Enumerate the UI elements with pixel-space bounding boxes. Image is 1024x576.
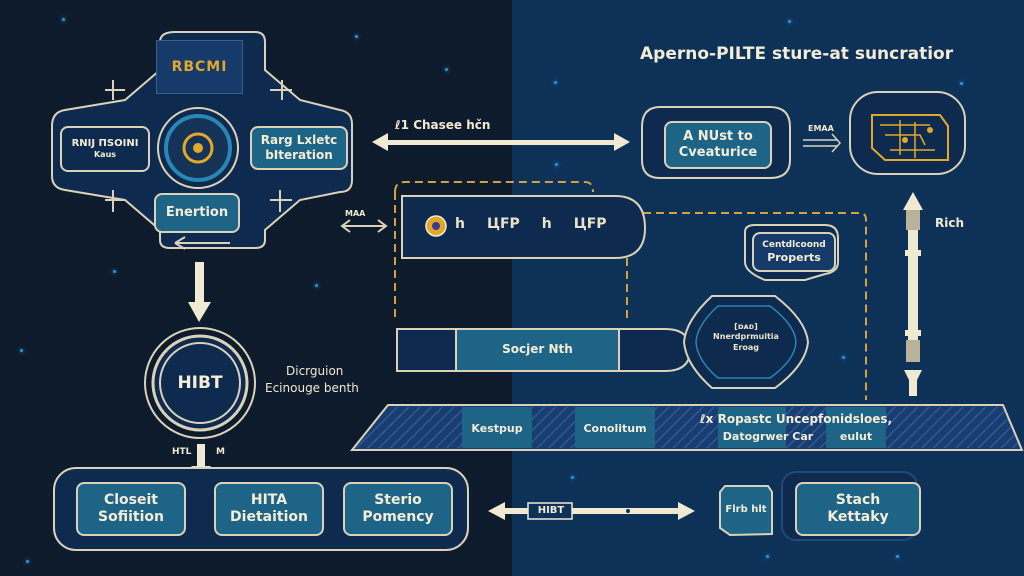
- vertical-arrow-label: Rich: [935, 216, 965, 230]
- star-dot: [26, 560, 29, 563]
- top-panel: RBCMI: [156, 40, 243, 94]
- hibt-side-text-1: Dicrguion: [286, 364, 344, 378]
- stach-box[interactable]: Stach Kettaky: [795, 482, 921, 536]
- bottom-box-closeit[interactable]: Closeit Sofiition: [76, 482, 186, 536]
- stach-line1: Stach: [835, 491, 881, 508]
- hibt-label[interactable]: HIBT: [177, 373, 223, 393]
- bottom-box-line2: Sofiition: [98, 509, 164, 525]
- bottom-box-hita[interactable]: HITA Dietaition: [214, 482, 324, 536]
- star-dot: [113, 270, 116, 273]
- star-dot: [355, 35, 358, 38]
- top-panel-label: RBCMI: [171, 59, 228, 75]
- right-top-arrow-label: ЕМАА: [808, 124, 834, 133]
- left-arrowhead-icon: [372, 133, 388, 151]
- star-dot: [842, 356, 845, 359]
- star-dot: [62, 18, 65, 21]
- small-arrow-label: MAA: [345, 209, 366, 218]
- ribbon-cell[interactable]: Kestpup: [471, 422, 523, 435]
- star-dot: [20, 349, 23, 352]
- ribbon-cell[interactable]: Conolitum: [583, 422, 647, 435]
- left-box-line1: RNIJ ПSOINI: [71, 137, 139, 149]
- token-item: ЦFP: [486, 216, 520, 232]
- small-box-label[interactable]: Flrb hlt: [725, 504, 767, 515]
- star-dot: [554, 81, 557, 84]
- bottom-arrow-label: HIBT: [537, 505, 565, 516]
- gear-icon: [182, 132, 214, 164]
- token-item: ЦFP: [573, 216, 607, 232]
- right-top-box[interactable]: A NUst to Cveaturice: [664, 121, 772, 169]
- right-top-box-line1: A NUst to: [683, 128, 753, 144]
- hibt-side-text-2: Ecinouge benth: [265, 381, 359, 395]
- diagram-title: Aperno-PILTE sture-at suncratior: [640, 44, 954, 64]
- properties-line2: Properts: [767, 250, 821, 264]
- token-item: h: [541, 216, 552, 232]
- octagon-line3: Eroag: [732, 342, 760, 352]
- properties-box[interactable]: Centdlcoond Properts: [752, 232, 836, 272]
- left-box-line2: Kaus: [93, 150, 117, 160]
- properties-line1: Centdlcoond: [762, 239, 826, 250]
- star-dot: [445, 68, 448, 71]
- star-dot: [960, 82, 963, 85]
- circuit-map-icon: [871, 114, 949, 161]
- octagon-shape: [682, 295, 810, 389]
- right-box-line2: bIteration: [265, 148, 333, 162]
- star-dot: [788, 20, 791, 23]
- bottom-box-line1: Closeit: [103, 491, 158, 508]
- bottom-box-line1: Sterio: [374, 491, 422, 508]
- bottom-box-line1: HITA: [250, 491, 288, 508]
- stach-line2: Kettaky: [827, 509, 889, 525]
- down-arrow-left-label: HTL: [172, 447, 192, 457]
- octagon-label[interactable]: [ɒᴀᴅ] Nnerdprmuitia Eroag: [700, 322, 792, 353]
- ribbon-overflow-text: ℓx Ropastc Uncepfonidsloes,: [700, 412, 893, 426]
- token-strip-frame: [401, 195, 647, 259]
- bar-box-label[interactable]: Socjer Nth: [502, 342, 573, 356]
- ribbon-cell[interactable]: eulut: [839, 430, 873, 443]
- star-dot: [571, 476, 574, 479]
- octagon-line1: [ɒᴀᴅ]: [734, 322, 758, 331]
- star-dot: [315, 284, 318, 287]
- left-box[interactable]: RNIJ ПSOINI Kaus: [60, 126, 150, 172]
- octagon-line2: Nnerdprmuitia: [713, 332, 779, 342]
- enertion-box[interactable]: Enertion: [154, 193, 240, 233]
- star-dot: [766, 555, 769, 558]
- right-box[interactable]: Rarg Lxletc bIteration: [250, 126, 348, 170]
- right-box-line1: Rarg Lxletc: [260, 133, 338, 147]
- star-dot: [896, 555, 899, 558]
- down-arrow-right-label: M: [216, 447, 225, 457]
- back-arrow-icon: [174, 236, 230, 250]
- top-arrow-label: ℓ1 Chasee hčn: [395, 118, 491, 132]
- token-strip: h ЦFP h ЦFP: [455, 216, 607, 232]
- token-item: h: [455, 216, 465, 232]
- star-dot: [555, 163, 558, 166]
- ribbon-cell[interactable]: Datogrwer Car: [722, 430, 814, 443]
- bottom-box-sterio[interactable]: Sterio Pomency: [343, 482, 453, 536]
- bottom-box-line2: Dietaition: [230, 509, 308, 525]
- right-arrowhead-icon: [614, 133, 630, 151]
- up-arrowhead-icon: [903, 192, 923, 210]
- down-arrow-icon: [188, 302, 211, 322]
- right-top-box-line2: Cveaturice: [678, 145, 758, 160]
- bottom-box-line2: Pomency: [362, 509, 434, 525]
